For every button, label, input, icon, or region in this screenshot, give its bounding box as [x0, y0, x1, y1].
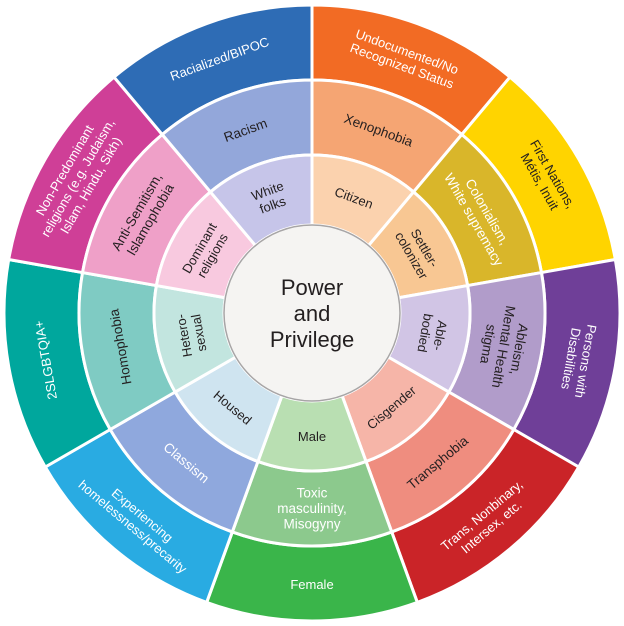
svg-text:Female: Female [290, 577, 333, 592]
svg-text:Able-bodied: Able-bodied [415, 313, 451, 357]
two-s-lgbtqia-plus-inner-label: Hetero-sexual [172, 310, 209, 358]
persons-with-disabilities-inner-label: Able-bodied [415, 313, 451, 357]
female-inner-label: Male [298, 429, 326, 444]
center-circle [223, 224, 401, 402]
svg-text:Male: Male [298, 429, 326, 444]
female-outer-label: Female [290, 577, 333, 592]
svg-text:Hetero-sexual: Hetero-sexual [172, 310, 209, 358]
